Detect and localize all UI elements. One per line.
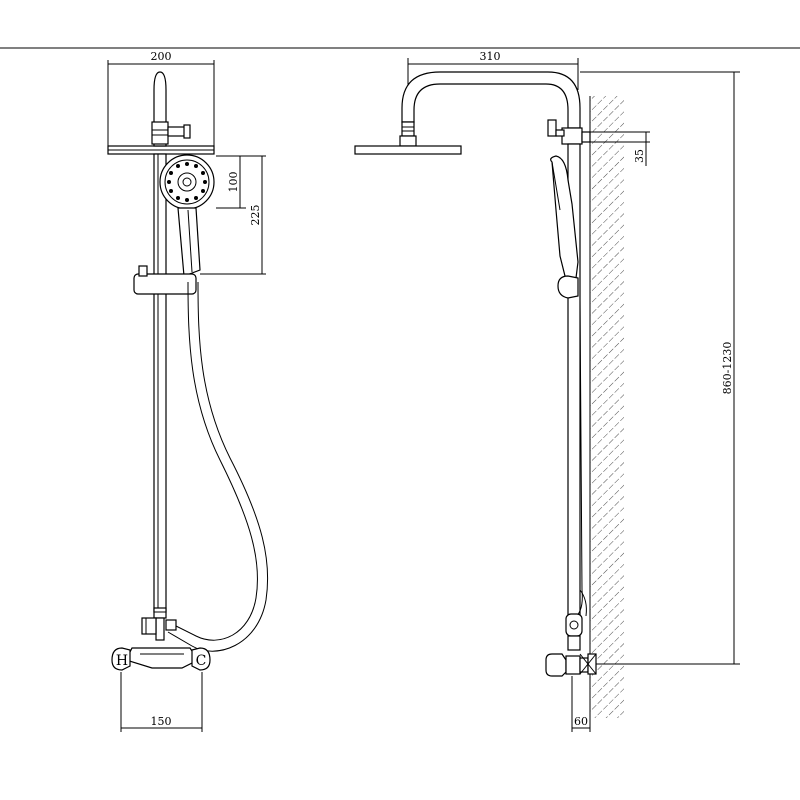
- side-slide-holder: [557, 275, 579, 299]
- slide-holder: [133, 273, 197, 295]
- side-view: 310 35: [354, 50, 740, 732]
- hand-shower-handle: [177, 207, 201, 277]
- dimension-arm-reach: 310: [407, 50, 579, 122]
- dimension-handset-length: 225: [200, 155, 266, 275]
- cold-label: C: [196, 653, 207, 669]
- dimension-handset-head: 100: [216, 155, 246, 209]
- side-mixer: [545, 653, 567, 677]
- front-view: 200: [107, 50, 269, 732]
- hot-label: H: [116, 653, 128, 669]
- cold-knob: C: [191, 647, 211, 671]
- riser-pipe: [153, 153, 167, 613]
- top-wall-bracket: [581, 131, 591, 143]
- bottom-wall-bracket: [587, 653, 597, 675]
- mixer-body: [125, 647, 199, 669]
- dim-label-150: 150: [151, 715, 172, 728]
- arm-connector: [151, 121, 169, 145]
- dim-label-100: 100: [227, 172, 240, 193]
- dim-label-225: 225: [249, 205, 262, 226]
- dimension-height-range: 860-1230: [580, 71, 740, 665]
- side-diverter: [561, 127, 583, 145]
- dimension-mixer-depth: 60: [571, 676, 591, 732]
- hand-shower-head: [159, 154, 215, 210]
- dim-label-35: 35: [633, 149, 646, 163]
- side-hand-shower: [550, 155, 579, 281]
- shower-hose: [167, 281, 258, 641]
- dimension-mixer-width: 150: [120, 672, 203, 732]
- dimension-head-width: 200: [107, 50, 215, 152]
- dim-label-860-1230: 860-1230: [721, 342, 734, 395]
- dim-label-200: 200: [151, 50, 172, 63]
- hose-connector: [141, 617, 157, 635]
- riser-lower-joint: [153, 607, 167, 619]
- dimension-wall-offset: 35: [590, 131, 650, 166]
- hot-knob: H: [111, 647, 131, 671]
- dim-label-60: 60: [574, 715, 588, 728]
- dim-label-310: 310: [480, 50, 501, 63]
- wall-hatching: [590, 96, 624, 718]
- side-rain-head: [354, 145, 462, 155]
